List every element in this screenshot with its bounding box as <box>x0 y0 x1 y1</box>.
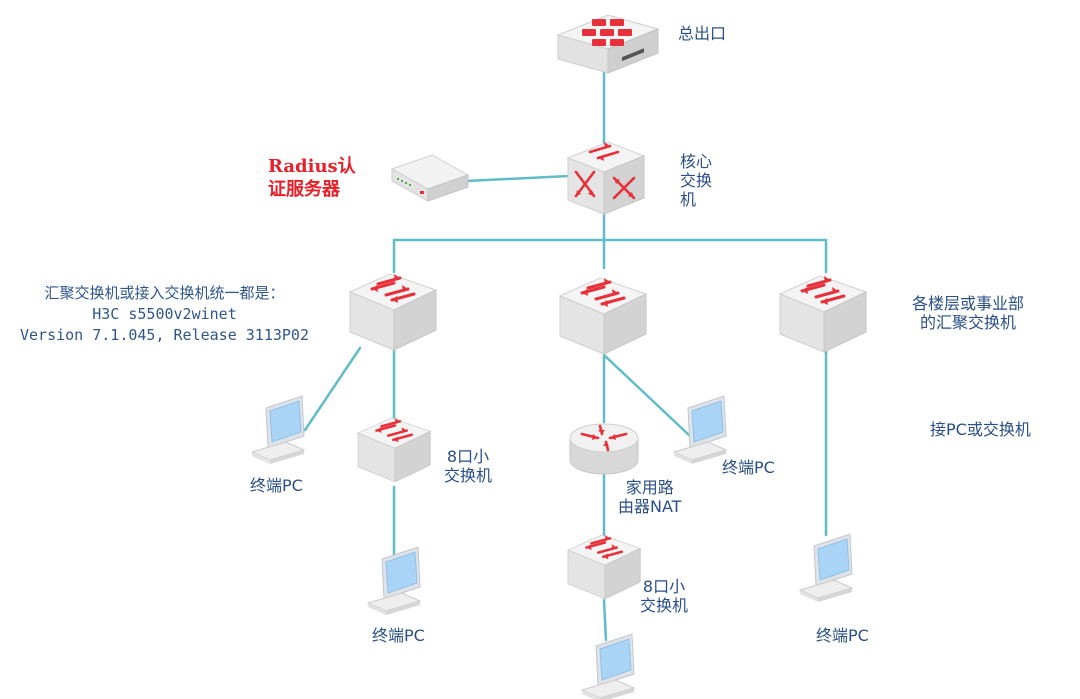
label-switch-note: 汇聚交换机或接入交换机统一都是： H3C s5500v2winet Versio… <box>20 284 309 344</box>
server-icon <box>390 154 470 202</box>
link-radius-core <box>464 174 571 183</box>
label-exit: 总出口 <box>678 24 727 43</box>
label-core-switch: 核心 交换 机 <box>680 152 713 209</box>
switch-icon-small-mid <box>566 533 642 601</box>
pc-icon-4 <box>799 533 853 603</box>
router-icon <box>569 423 639 475</box>
switch-icon-agg-left <box>348 272 438 352</box>
label-radius-server: Radius认 证服务器 <box>268 156 356 200</box>
link-agg-left-pc <box>303 346 362 432</box>
pc-icon-1 <box>251 395 305 465</box>
link-small-mid-pc <box>602 598 608 642</box>
label-pc-4: 终端PC <box>816 626 869 645</box>
label-pc-2: 终端PC <box>372 626 425 645</box>
pc-icon-2 <box>367 546 421 616</box>
links <box>303 68 828 642</box>
label-router: 家用路 由器NAT <box>618 478 682 516</box>
label-pc-1: 终端PC <box>250 476 303 495</box>
firewall-icon <box>556 14 660 74</box>
switch-icon-small-left <box>356 416 432 484</box>
pc-icon-5 <box>581 633 635 699</box>
label-small-switch-left: 8口小 交换机 <box>444 447 493 485</box>
link-core-bus <box>392 238 828 274</box>
label-floors: 各楼层或事业部 的汇聚交换机 <box>912 294 1025 332</box>
switch-icon-agg-mid <box>558 276 648 356</box>
switch-icon-agg-right <box>778 274 868 354</box>
label-pc-3: 终端PC <box>722 458 775 477</box>
link-agg-mid-pc <box>602 353 692 438</box>
pc-icon-3 <box>673 395 727 465</box>
label-connect-note: 接PC或交换机 <box>930 420 1031 439</box>
core-switch-icon <box>566 141 646 215</box>
label-small-switch-mid: 8口小 交换机 <box>640 577 689 615</box>
